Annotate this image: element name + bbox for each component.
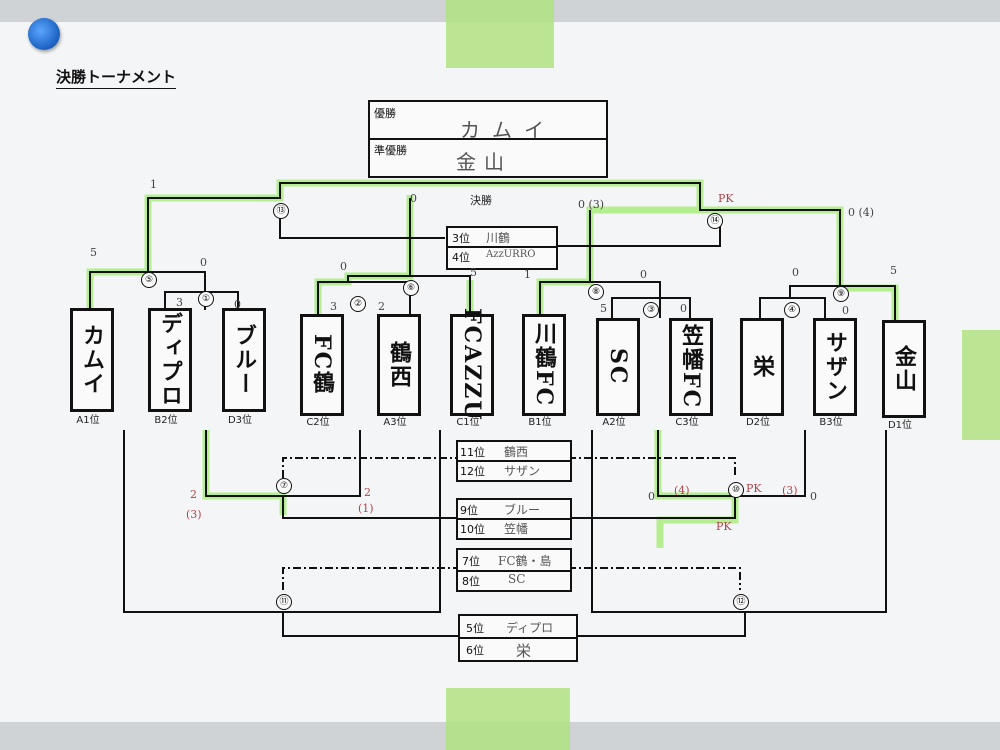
rank-box-5-6: 5位ディプロ 6位栄 xyxy=(458,614,578,662)
team-box: 川鶴FC xyxy=(522,314,566,416)
team-box: 栄 xyxy=(740,318,784,416)
final-label: 決勝 xyxy=(470,194,492,207)
tape-bottom xyxy=(446,688,570,750)
score: PK xyxy=(746,482,762,495)
score: 2 xyxy=(190,488,197,501)
match-number: ⑥ xyxy=(403,280,419,296)
team-box: カムイ xyxy=(70,308,114,412)
slot-label: A3位 xyxy=(383,417,407,428)
score: 2 xyxy=(378,300,385,313)
match-number: ⑩ xyxy=(728,482,744,498)
score: (3) xyxy=(186,508,202,521)
score: 5 xyxy=(470,266,477,279)
slot-label: D2位 xyxy=(745,417,771,428)
team-box: FC鶴 xyxy=(300,314,344,416)
page-title: 決勝トーナメント xyxy=(56,66,177,89)
score: 0 xyxy=(842,304,849,317)
slot-label: C2位 xyxy=(306,417,330,428)
match-number: ⑧ xyxy=(588,284,604,300)
score: 0 xyxy=(792,266,799,279)
team-box: FCAZZU xyxy=(450,308,494,422)
slot-label: A1位 xyxy=(76,415,100,426)
match-number: ⑬ xyxy=(273,203,289,219)
match-number: ② xyxy=(350,296,366,312)
match-number: ⑨ xyxy=(833,286,849,302)
team-box: サザン xyxy=(813,318,857,416)
match-number: ⑦ xyxy=(276,478,292,494)
runner-up-label: 準優勝 xyxy=(374,144,407,157)
match-number: ⑭ xyxy=(707,213,723,229)
slot-label: D1位 xyxy=(887,420,913,431)
score: 2 xyxy=(364,486,371,499)
score: 1 xyxy=(150,178,157,191)
rank-box-11-12: 11位鶴西 12位サザン xyxy=(456,440,572,482)
match-number: ⑪ xyxy=(276,594,292,610)
rank-box-9-10: 9位ブルー 10位笠幡 xyxy=(456,498,572,540)
team-box: ディプロ xyxy=(148,308,192,412)
tape-top xyxy=(446,0,554,68)
winner-value: カムイ xyxy=(460,118,556,142)
slot-label: C1位 xyxy=(456,417,480,428)
score: 0 xyxy=(680,302,687,315)
score: 5 xyxy=(90,246,97,259)
score: 0 xyxy=(648,490,655,503)
winner-label: 優勝 xyxy=(374,107,396,120)
runner-up-value: 金山 xyxy=(456,150,512,174)
score: 0 xyxy=(200,256,207,269)
slot-label: A2位 xyxy=(602,417,626,428)
slot-label: B2位 xyxy=(154,415,178,426)
score: 0 xyxy=(640,268,647,281)
result-box: 優勝 カムイ 準優勝 金山 xyxy=(368,100,608,178)
score: PK xyxy=(716,520,732,533)
match-number: ⑤ xyxy=(141,272,157,288)
score: 1 xyxy=(524,268,531,281)
match-number: ① xyxy=(198,291,214,307)
score: (3) xyxy=(782,484,798,497)
score: 3 xyxy=(330,300,337,313)
team-box: SC xyxy=(596,318,640,416)
slot-label: C3位 xyxy=(675,417,699,428)
pushpin-icon xyxy=(28,18,60,50)
team-box: 金山 xyxy=(882,320,926,418)
team-box: 鶴西 xyxy=(377,314,421,416)
team-box: ブルー xyxy=(222,308,266,412)
score: 5 xyxy=(890,264,897,277)
score: PK xyxy=(718,192,734,205)
score: 3 xyxy=(176,296,183,309)
slot-label: B1位 xyxy=(528,417,552,428)
score: 0 xyxy=(234,298,241,311)
tape-right xyxy=(962,330,1000,440)
slot-label: B3位 xyxy=(819,417,843,428)
match-number: ④ xyxy=(784,302,800,318)
score: 0 (3) xyxy=(578,198,605,211)
match-number: ⑫ xyxy=(733,594,749,610)
score: 0 xyxy=(410,192,417,205)
score: 0 (4) xyxy=(848,206,875,219)
score: 0 xyxy=(340,260,347,273)
match-number: ③ xyxy=(643,302,659,318)
score: (4) xyxy=(674,484,690,497)
score: 5 xyxy=(600,302,607,315)
team-box: 笠幡FC xyxy=(669,318,713,416)
score: 0 xyxy=(810,490,817,503)
slot-label: D3位 xyxy=(227,415,253,426)
score: (1) xyxy=(358,502,374,515)
